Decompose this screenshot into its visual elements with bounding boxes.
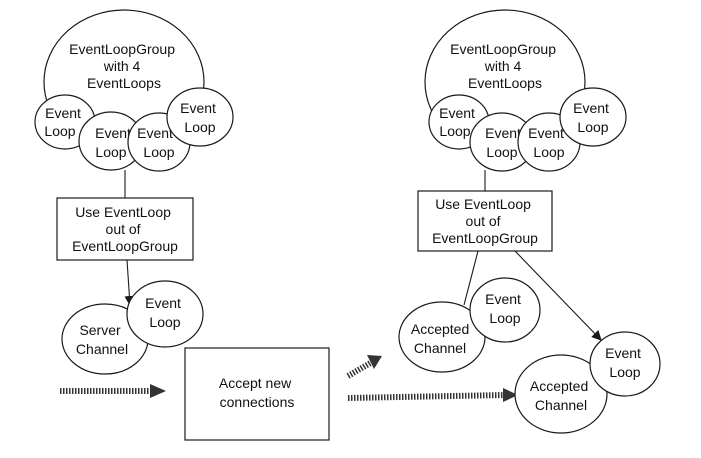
right-event-loop-1-label: Event Loop (439, 105, 479, 139)
left-event-loop-1-label: Event Loop (44, 105, 84, 139)
right-line-box-to-channel-1 (463, 250, 479, 306)
right-eventloopgroup-label: EventLoopGroup with 4 EventLoops (450, 41, 560, 91)
accepted-channel-2-event-loop (589, 331, 661, 397)
right-arrow-box-to-channel-2 (514, 250, 602, 341)
server-channel-label: Server Channel (76, 322, 128, 357)
server-event-loop (126, 280, 204, 348)
left-event-loop-4 (166, 87, 234, 147)
right-event-loop-2-label: Event Loop (485, 125, 525, 160)
accept-connections-label: Accept new connections (219, 375, 295, 410)
right-use-eventloop-box (417, 190, 553, 252)
accepted-channel-2-label: Accepted Channel (530, 378, 592, 413)
right-use-eventloop-label: Use EventLoop out of EventLoopGroup (432, 196, 538, 246)
left-event-loop-2-label: Event Loop (95, 125, 135, 160)
left-event-loop-4-label: Event Loop (180, 100, 220, 135)
flow-arrow-server-to-accept (60, 384, 166, 398)
right-event-loop-4 (559, 87, 627, 147)
accepted-channel-2-event-loop-label: Event Loop (605, 345, 645, 380)
server-event-loop-label: Event Loop (145, 295, 185, 330)
accepted-channel-1-event-loop (469, 277, 541, 343)
left-eventloopgroup-label: EventLoopGroup with 4 EventLoops (69, 41, 179, 91)
left-use-eventloop-label: Use EventLoop out of EventLoopGroup (72, 204, 178, 254)
right-event-loop-4-label: Event Loop (573, 100, 613, 135)
accepted-channel-1-label: Accepted Channel (411, 321, 473, 356)
right-event-loop-3-label: Event Loop (528, 125, 568, 160)
accepted-channel-2-ellipse (514, 354, 608, 434)
accept-connections-box (184, 347, 330, 441)
flow-arrow-accept-to-channel-2 (347, 388, 518, 402)
right-cluster: EventLoopGroup with 4 EventLoops Event L… (398, 9, 661, 434)
left-cluster: EventLoopGroup with 4 EventLoops Event L… (34, 9, 234, 375)
left-arrow-box-to-server (124, 259, 135, 306)
accepted-channel-1-event-loop-label: Event Loop (485, 291, 525, 326)
left-event-loop-3-label: Event Loop (137, 125, 177, 160)
left-use-eventloop-box (56, 197, 194, 261)
flow-arrow-accept-to-channel-1 (346, 355, 382, 379)
accept-connections: Accept new connections (184, 347, 330, 441)
